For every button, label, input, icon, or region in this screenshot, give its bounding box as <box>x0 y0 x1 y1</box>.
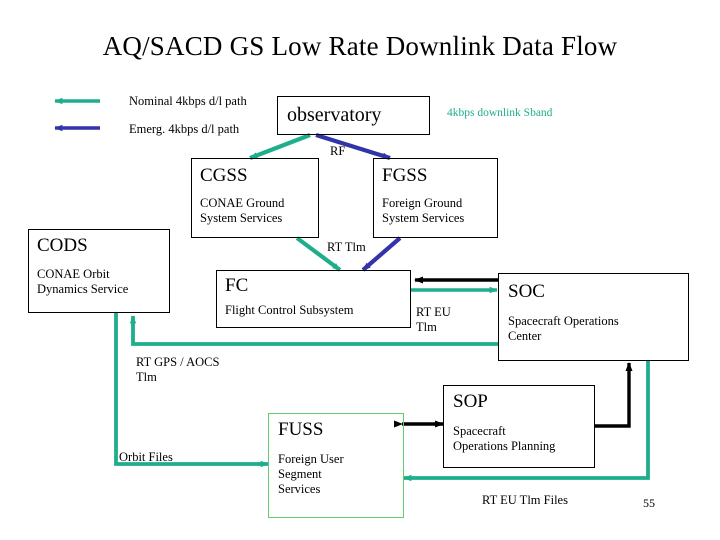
node-fc-subtitle: Flight Control Subsystem <box>225 303 354 317</box>
edge-sop-soc-plan <box>595 362 633 428</box>
node-fc[interactable]: FC Flight Control Subsystem <box>216 270 411 328</box>
node-sop-title: SOP <box>453 391 488 412</box>
node-cgss-subtitle: CONAE Ground System Services <box>200 196 285 225</box>
node-soc-title: SOC <box>508 281 545 302</box>
node-cgss[interactable]: CGSS CONAE Ground System Services <box>191 158 319 238</box>
legend-label-emergency: Emerg. 4kbps d/l path <box>129 122 240 136</box>
label-rt-eu-tlm: RT EU Tlm <box>416 305 451 334</box>
node-fgss-title: FGSS <box>382 165 428 186</box>
node-cods-title: CODS <box>37 235 88 256</box>
label-rt-gps-aocs: RT GPS / AOCS Tlm <box>136 355 220 384</box>
label-rt-eu-tlm-files: RT EU Tlm Files <box>482 493 568 507</box>
node-sop[interactable]: SOP Spacecraft Operations Planning <box>443 385 595 468</box>
node-fuss-title: FUSS <box>278 419 324 440</box>
node-cods[interactable]: CODS CONAE Orbit Dynamics Service <box>28 229 170 313</box>
label-rt-tlm: RT Tlm <box>327 240 366 254</box>
node-sop-subtitle: Spacecraft Operations Planning <box>453 424 556 453</box>
node-cgss-title: CGSS <box>200 165 248 186</box>
page-title: AQ/SACD GS Low Rate Downlink Data Flow <box>102 31 618 61</box>
node-fuss-subtitle: Foreign User Segment Services <box>278 452 344 496</box>
node-fc-title: FC <box>225 275 249 296</box>
node-observatory-title: observatory <box>287 104 382 126</box>
node-observatory[interactable]: observatory <box>277 96 430 135</box>
label-sband: 4kbps downlink Sband <box>447 107 553 119</box>
legend-label-nominal: Nominal 4kbps d/l path <box>129 94 247 108</box>
node-fgss[interactable]: FGSS Foreign Ground System Services <box>373 158 498 238</box>
label-rf: RF <box>330 144 346 158</box>
label-orbit-files: Orbit Files <box>119 450 173 464</box>
node-fuss[interactable]: FUSS Foreign User Segment Services <box>268 413 404 518</box>
node-cods-subtitle: CONAE Orbit Dynamics Service <box>37 267 129 296</box>
node-soc[interactable]: SOC Spacecraft Operations Center <box>498 273 689 361</box>
edge-observatory-cgss <box>249 133 311 160</box>
node-soc-subtitle: Spacecraft Operations Center <box>508 314 619 343</box>
edge-fgss-fc <box>361 236 402 272</box>
edge-cods-fuss-orbit-files <box>114 312 269 468</box>
edge-observatory-fgss <box>315 132 391 161</box>
node-fgss-subtitle: Foreign Ground System Services <box>382 196 465 225</box>
page-number: 55 <box>643 496 655 510</box>
